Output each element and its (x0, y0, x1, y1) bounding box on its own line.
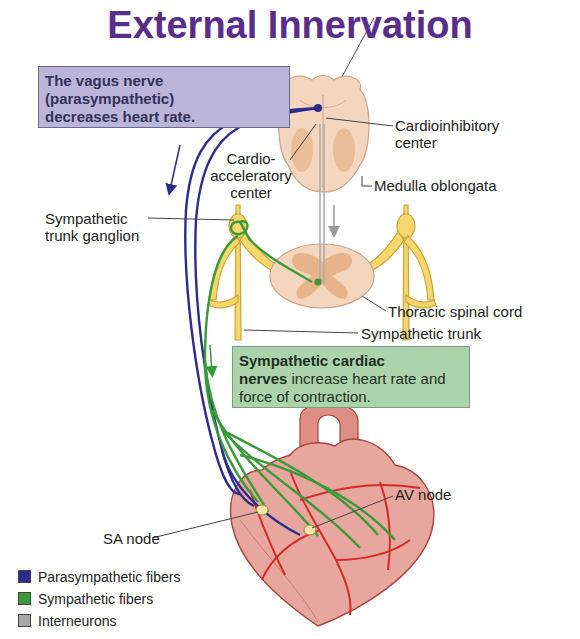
diagram-title: External Innervation (0, 2, 580, 48)
part-label: Thoracic spinal cord (388, 303, 573, 320)
legend-row: Interneurons (18, 612, 218, 630)
legend-row: Sympathetic fibers (18, 590, 218, 608)
part-label: AV node (395, 486, 485, 503)
legend-text: Parasympathetic fibers (38, 568, 180, 586)
cardioinhibitory-neuron (314, 104, 322, 112)
legend-swatch (18, 570, 31, 583)
part-label: Medulla oblongata (374, 177, 554, 194)
part-label: Cardioinhibitory center (395, 117, 545, 151)
legend-row: Parasympathetic fibers (18, 568, 218, 586)
leader-lines (148, 118, 393, 538)
text-box: Sympathetic cardiac nervesincrease heart… (232, 346, 470, 408)
part-label: Cardio- acceleratory center (203, 150, 299, 201)
text-wrap: The vagus nerve (parasympathetic) decrea… (45, 72, 225, 126)
av-node (304, 525, 316, 535)
legend-swatch (18, 592, 31, 605)
thoracic-spinal-cord (270, 244, 374, 308)
part-label: Sympathetic trunk ganglion (45, 210, 145, 244)
sa-node (256, 505, 268, 515)
text-wrap: Sympathetic cardiac nervesincrease heart… (239, 352, 465, 406)
text-box: The vagus nerve (parasympathetic) decrea… (38, 66, 290, 128)
legend-text: Interneurons (38, 612, 117, 630)
legend-text: Sympathetic fibers (38, 590, 153, 608)
legend-swatch (18, 614, 31, 627)
heart (231, 403, 434, 627)
box-heading: The vagus nerve (parasympathetic) decrea… (45, 72, 195, 125)
part-label: Sympathetic trunk (361, 325, 531, 342)
part-label: SA node (103, 530, 193, 547)
interneuron (320, 124, 334, 284)
